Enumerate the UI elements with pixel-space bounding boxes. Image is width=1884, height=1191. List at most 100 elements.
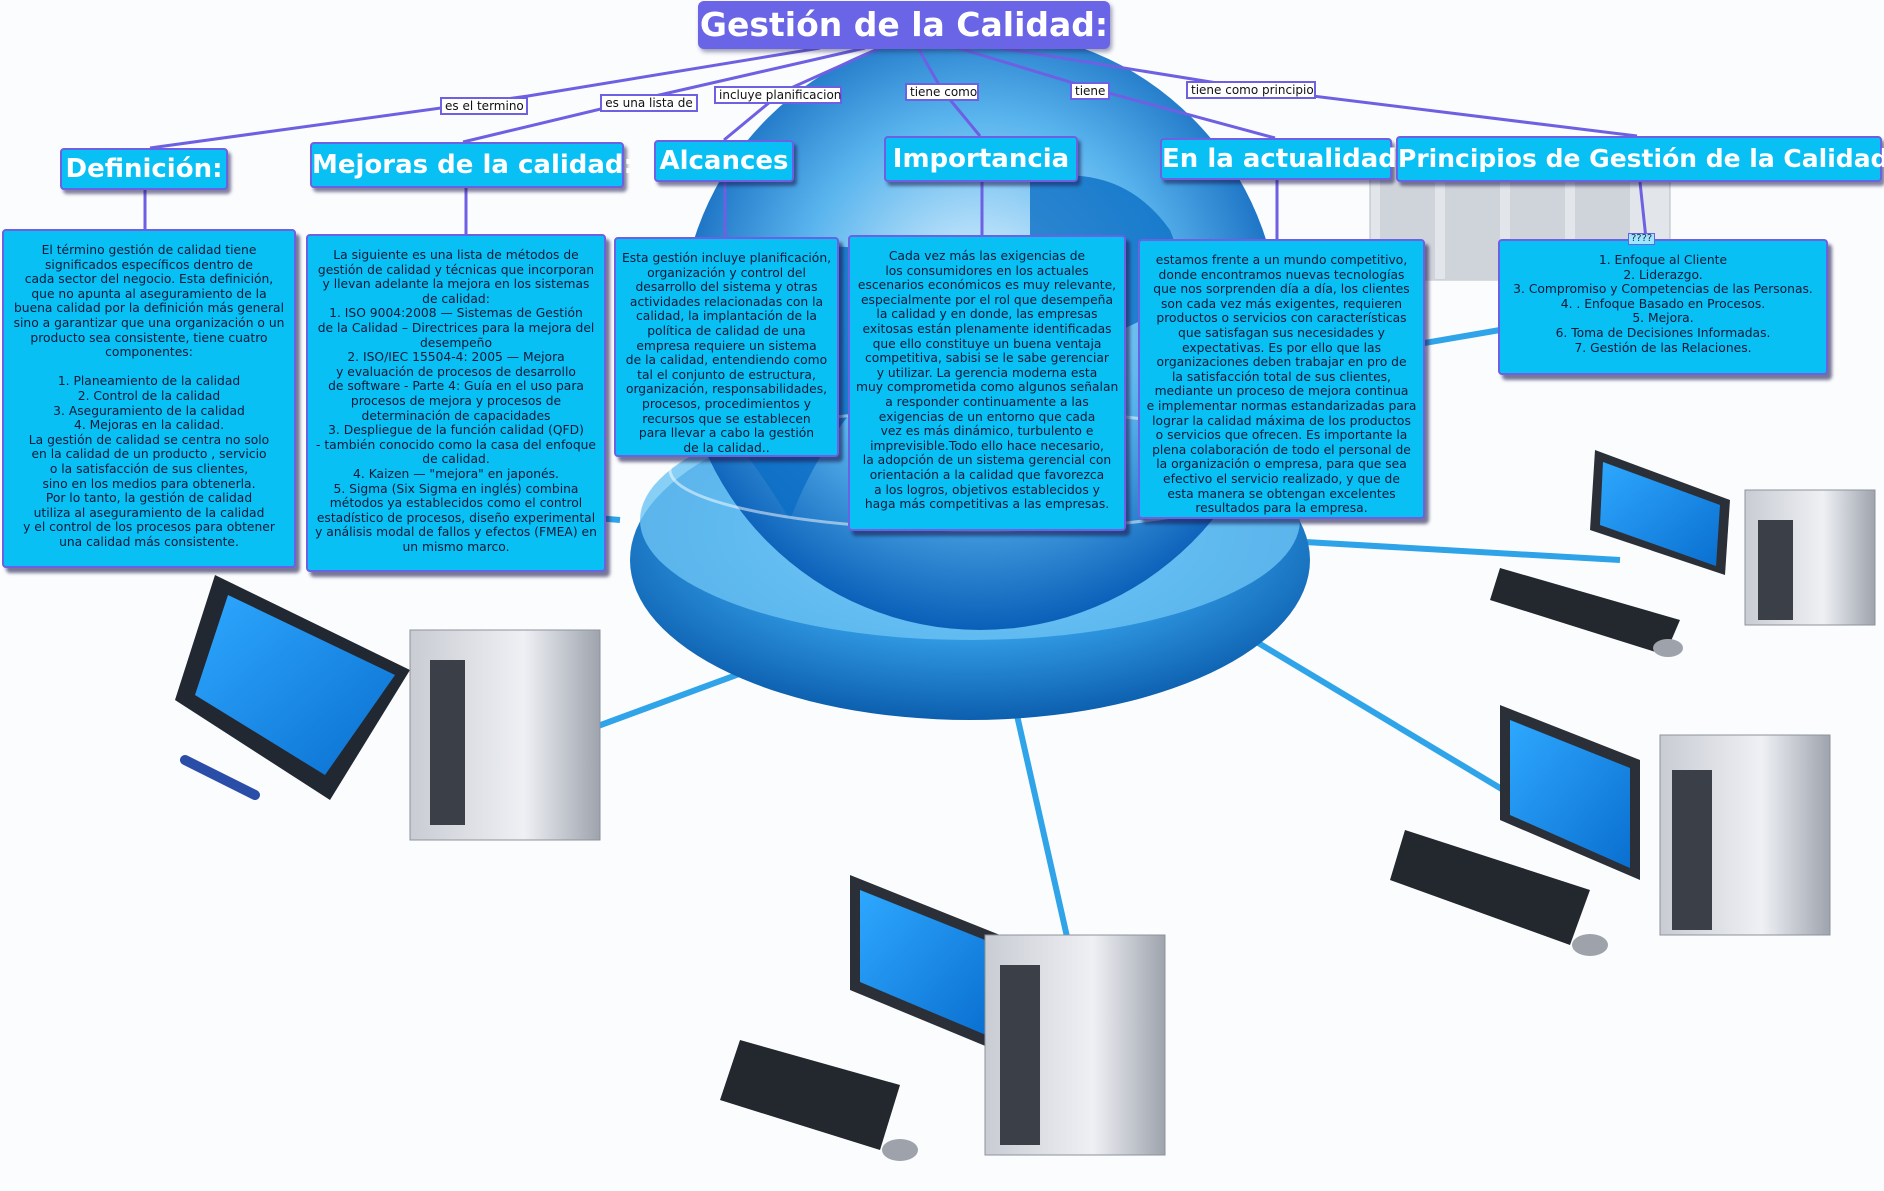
detail-line: 1. ISO 9004:2008 — Sistemas de Gestión [329,306,583,321]
detail-line: imprevisible.Todo ello hace necesario, [870,438,1104,453]
detail-line: sino en los medios para obtenerla. [42,476,256,491]
detail-line: Cada vez más las exigencias de [888,249,1086,263]
detail-line: a responder continuamente a las [885,394,1089,409]
detail-line: métodos ya establecidos como el control [329,496,583,511]
detail-line: o servicios que ofrecen. Es importante l… [1155,428,1408,443]
detail-line: organizaciones deben trabajar en pro de [1156,355,1407,370]
detail-line: procesos de mejora y procesos de [350,393,562,408]
detail-line: recursos que se establecen [642,411,811,426]
detail-line: - también conocido como la casa del enfo… [316,437,596,452]
detail-actualidad[interactable]: estamos frente a un mundo competitivo,do… [1138,239,1425,519]
detail-line: para llevar a cabo la gestión [638,426,815,441]
connector-definicion [149,46,821,150]
detail-line: de calidad. [422,452,490,467]
detail-line: mediante un proceso de mejora continua [1154,384,1409,399]
link-label-definicion[interactable]: es el termino [440,97,528,115]
detail-line: 2. Control de la calidad [77,388,221,403]
topic-alcances[interactable]: Alcances [654,140,794,182]
detail-line: organización y control del [647,265,806,280]
link-label-importancia[interactable]: tiene como [905,83,979,101]
link-label-principios[interactable]: tiene como principio [1186,81,1316,99]
detail-line: e implementar normas estandarizadas para [1146,398,1417,413]
topic-principios[interactable]: Principios de Gestión de la Calidad [1396,136,1884,182]
detail-line: de calidad: [422,291,490,306]
detail-line: 3. Aseguramiento de la calidad [53,403,245,418]
desktop-computer-icon [1390,705,1831,956]
detail-line: 1. Enfoque al Cliente [1598,253,1728,267]
root-topic[interactable]: Gestión de la Calidad: [698,1,1110,49]
detail-line: componentes: [105,345,193,360]
detail-line: que nos sorprenden día a día, los client… [1153,282,1410,297]
detail-line: la calidad y en donde, las empresas [876,307,1098,322]
detail-line: El término gestión de calidad tiene [41,243,257,257]
detail-line: la organización o empresa, para que sea [1156,457,1407,472]
detail-line: La gestión de calidad se centra no solo [28,432,270,447]
detail-line: 5. Sigma (Six Sigma en inglés) combina [333,481,579,496]
detail-line: y el control de los procesos para obtene… [23,520,275,535]
detail-line: 5. Mejora. [1632,311,1694,326]
detail-line: especialmente por el rol que desempeña [860,292,1114,307]
detail-line: donde encontramos nuevas tecnologías [1158,267,1405,282]
detail-line: expectativas. Es por ello que las [1181,340,1382,355]
detail-line: Esta gestión incluye planificación, [622,251,832,265]
detail-line: procesos, procedimientos y [642,396,811,411]
detail-line [10,360,288,375]
detail-line: estamos frente a un mundo competitivo, [1155,253,1408,267]
connector-principios-body [1638,181,1648,240]
detail-line: política de calidad de una [647,323,806,338]
detail-line: son cada vez más exigentes, requieren [1160,296,1403,311]
detail-line: que satisfagan sus necesidades y [1178,325,1385,340]
detail-line: haga más competitivas a las empresas. [864,497,1110,512]
topic-actualidad[interactable]: En la actualidad [1160,138,1397,180]
detail-line: y análisis modal de fallos y efectos (FM… [315,525,597,540]
detail-line: utiliza al aseguramiento de la calidad [33,505,265,520]
detail-line: actividades relacionadas con la [629,294,824,309]
detail-line: organización, responsabilidades, [625,382,828,397]
detail-line: exigencias de un entorno que cada [878,409,1096,424]
detail-line: de software - Parte 4: Guía en el uso pa… [328,379,584,394]
topic-definicion[interactable]: Definición: [60,148,228,190]
link-label-alcances[interactable]: incluye planificacion [714,86,842,104]
detail-line: 2. Liderazgo. [1623,267,1703,282]
detail-line: escenarios económicos es muy relevante, [857,278,1117,293]
detail-line: efectivo el servicio realizado, y que de [1163,471,1400,486]
detail-line: 3. Despliegue de la función calidad (QFD… [328,423,584,438]
detail-line: 4. Kaizen — "mejora" en japonés. [353,466,559,481]
detail-line: cada sector del negocio. Esta definición… [24,272,274,287]
detail-line: y evaluación de procesos de desarrollo [336,364,576,379]
detail-line: La siguiente es una lista de métodos de [333,248,579,262]
detail-line: sino a garantizar que una organización o… [13,315,285,330]
detail-line: los consumidores en los actuales [885,263,1089,278]
detail-line: orientación a la calidad que favorezca [869,467,1105,482]
detail-line: de la calidad.. [683,440,770,455]
detail-line: vez es más dinámico, turbulento e [880,424,1094,439]
link-label-mejoras[interactable]: es una lista de [600,94,698,112]
detail-line: Por lo tanto, la gestión de calidad [45,491,253,506]
detail-line: que ello constituye un buena ventaja [872,336,1102,351]
detail-line: plena colaboración de todo el personal d… [1152,442,1411,457]
detail-line: significados específicos dentro de [45,257,253,272]
detail-line: 4. . Enfoque Basado en Procesos. [1560,296,1766,311]
link-label-actualidad[interactable]: tiene [1070,82,1110,100]
detail-line: lograr la calidad máxima de los producto… [1152,413,1411,428]
detail-line: competitiva, sabisi se le sabe gerenciar [865,351,1109,366]
topic-mejoras[interactable]: Mejoras de la calidad: [310,142,634,188]
detail-line: producto sea consistente, tiene cuatro [30,330,268,345]
detail-alcances[interactable]: Esta gestión incluye planificación,organ… [614,237,839,457]
detail-line: 4. Mejoras en la calidad. [74,418,224,433]
detail-line: esta manera se obtengan excelentes [1167,486,1396,501]
topic-importancia[interactable]: Importancia [884,136,1078,182]
detail-line: de la Calidad – Directrices para la mejo… [317,320,595,335]
detail-line: a los logros, objetivos establecidos y [874,482,1100,497]
detail-line: tal el conjunto de estructura, [637,367,816,382]
detail-line: un mismo marco. [402,539,510,554]
detail-line: desempeño [419,335,492,350]
detail-line: determinación de capacidades [361,408,551,423]
detail-line: calidad, la implantación de la [636,309,817,324]
detail-line: que no apunta al aseguramiento de la [31,286,267,301]
detail-line: muy comprometida como algunos señalan [856,380,1119,395]
